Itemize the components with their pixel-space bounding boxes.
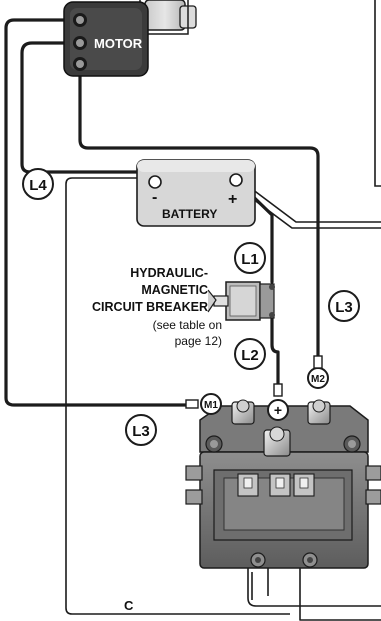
motor-label: MOTOR xyxy=(94,36,143,51)
cable-tag-l3-right-text: L3 xyxy=(335,299,353,316)
circuit-breaker xyxy=(207,281,275,321)
breaker-note-line-2: page 12) xyxy=(175,334,222,348)
terminal-plus-label: + xyxy=(274,402,282,418)
cable-tag-l4: L4 xyxy=(22,168,54,200)
battery-negative-terminal xyxy=(148,175,162,189)
breaker-title-line-2: MAGNETIC xyxy=(141,283,208,297)
cable-tag-l2-text: L2 xyxy=(241,347,259,364)
motor-terminal-middle xyxy=(73,36,87,50)
breaker-note-line-1: (see table on xyxy=(153,318,222,332)
battery-label: BATTERY xyxy=(162,207,217,221)
cable-l3-motor-to-m1 xyxy=(4,18,192,407)
cable-tag-l3-right: L3 xyxy=(328,290,360,322)
ground-cable-label-c: C xyxy=(124,598,134,613)
breaker-title-line-3: CIRCUIT BREAKER xyxy=(92,300,208,314)
cable-tag-l1-text: L1 xyxy=(241,251,259,268)
solenoid-stud-right xyxy=(307,399,331,425)
cable-tag-l3-left: L3 xyxy=(125,414,157,446)
breaker-title-line-1: HYDRAULIC- xyxy=(130,266,208,280)
side-panel-frame xyxy=(374,0,381,187)
terminal-plus: + xyxy=(267,383,289,421)
cable-l2-breaker-to-plus xyxy=(270,316,280,397)
cable-tag-l4-text: L4 xyxy=(29,177,47,194)
motor-terminal-top xyxy=(73,13,87,27)
solenoid-stud-left xyxy=(231,399,255,425)
terminal-m1: M1 xyxy=(185,393,222,415)
cable-tag-l3-left-text: L3 xyxy=(132,423,150,440)
cable-tag-l2: L2 xyxy=(234,338,266,370)
battery-positive-sign: + xyxy=(228,191,237,208)
solenoid-control-terminals xyxy=(237,473,315,497)
solenoid xyxy=(185,399,381,569)
battery-positive-terminal xyxy=(229,173,243,187)
cable-c-ground-loop xyxy=(65,177,290,615)
breaker-caption: HYDRAULIC- MAGNETIC CIRCUIT BREAKER (see… xyxy=(92,266,222,348)
battery-negative-sign: - xyxy=(152,189,157,206)
solenoid-stud-center xyxy=(263,426,291,457)
terminal-m2: M2 xyxy=(307,355,329,389)
motor: MOTOR xyxy=(63,0,197,77)
motor-terminal-bottom xyxy=(73,57,87,71)
terminal-m2-label: M2 xyxy=(311,374,325,385)
cable-motor-to-m2 xyxy=(78,62,320,360)
cable-tag-l1: L1 xyxy=(234,242,266,274)
terminal-m1-label: M1 xyxy=(204,400,218,411)
battery: - + BATTERY xyxy=(136,159,256,227)
